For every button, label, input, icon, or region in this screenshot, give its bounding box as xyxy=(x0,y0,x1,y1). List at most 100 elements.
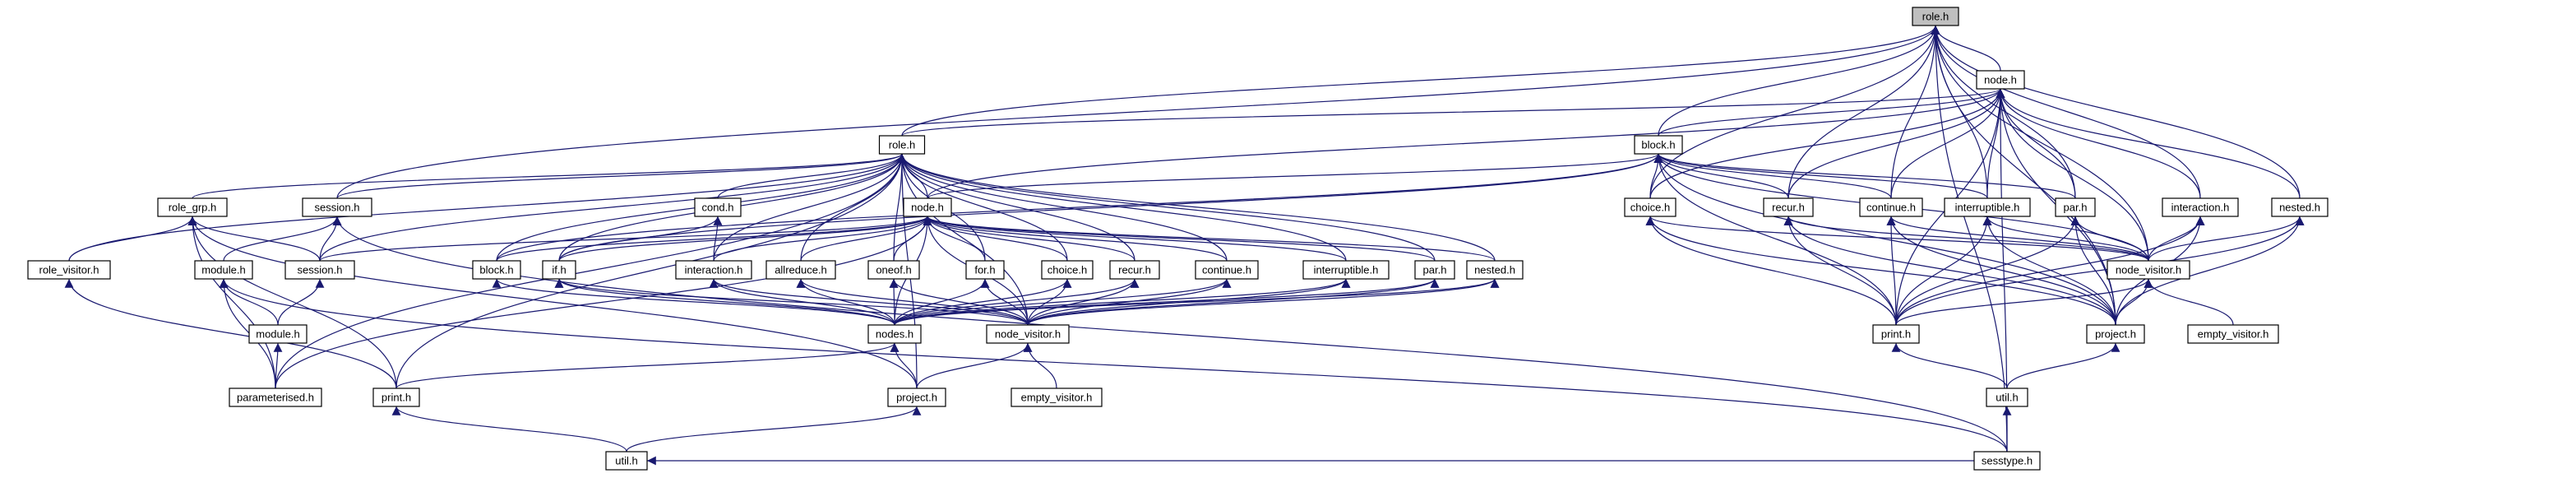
node-box-allreduce_h[interactable] xyxy=(765,260,836,280)
node-box-block_h_top[interactable] xyxy=(1634,135,1683,155)
node-box-recur_h_mid[interactable] xyxy=(1109,260,1160,280)
node-nested_h_mid[interactable]: nested.h xyxy=(1466,260,1524,280)
node-print_h_left[interactable]: print.h xyxy=(372,388,420,407)
node-module_h_a[interactable]: module.h xyxy=(194,260,253,280)
node-module_h_b[interactable]: module.h xyxy=(248,324,308,344)
node-box-project_h_right[interactable] xyxy=(2086,324,2145,344)
node-allreduce_h[interactable]: allreduce.h xyxy=(765,260,836,280)
node-box-node_visitor_h_right[interactable] xyxy=(2107,260,2190,280)
node-box-print_h_right[interactable] xyxy=(1872,324,1920,344)
node-node_visitor_h_mid[interactable]: node_visitor.h xyxy=(986,324,1070,344)
node-par_h_top[interactable]: par.h xyxy=(2055,197,2096,217)
node-box-util_h_left[interactable] xyxy=(605,451,648,471)
node-box-session_h_b[interactable] xyxy=(284,260,355,280)
node-box-node_visitor_h_mid[interactable] xyxy=(986,324,1070,344)
node-choice_h_mid[interactable]: choice.h xyxy=(1041,260,1094,280)
node-role_h_mid[interactable]: role.h xyxy=(878,135,926,155)
edge-module_h_a-to-session_h_a xyxy=(223,216,342,262)
node-box-module_h_a[interactable] xyxy=(194,260,253,280)
node-recur_h_mid[interactable]: recur.h xyxy=(1109,260,1160,280)
node-nested_h_top[interactable]: nested.h xyxy=(2271,197,2329,217)
node-continue_h_mid[interactable]: continue.h xyxy=(1195,260,1259,280)
node-par_h_mid[interactable]: par.h xyxy=(1414,260,1455,280)
node-util_h_right[interactable]: util.h xyxy=(1986,388,2028,407)
edge-continue_h_top-to-role_h xyxy=(1890,25,1940,199)
edge-print_h_left-to-role_grp_h xyxy=(187,216,397,389)
node-continue_h_top[interactable]: continue.h xyxy=(1859,197,1923,217)
node-box-node_h_mid[interactable] xyxy=(903,197,952,217)
node-project_h_right[interactable]: project.h xyxy=(2086,324,2145,344)
node-block_h_mid[interactable]: block.h xyxy=(472,260,521,280)
edge-nodes_h-to-par_h_mid xyxy=(894,278,1440,326)
node-interruptible_h_top[interactable]: interruptible.h xyxy=(1944,197,2031,217)
node-label-choice_h_mid: choice.h xyxy=(1048,264,1087,276)
node-util_h_left[interactable]: util.h xyxy=(605,451,648,471)
node-box-par_h_mid[interactable] xyxy=(1414,260,1455,280)
node-box-continue_h_top[interactable] xyxy=(1859,197,1923,217)
node-box-nodes_h[interactable] xyxy=(867,324,922,344)
node-box-empty_visitor_h_right[interactable] xyxy=(2187,324,2279,344)
node-label-choice_h_top: choice.h xyxy=(1630,202,1670,214)
node-box-continue_h_mid[interactable] xyxy=(1195,260,1259,280)
node-oneof_h[interactable]: oneof.h xyxy=(867,260,920,280)
node-label-module_h_b: module.h xyxy=(256,328,299,341)
node-cond_h[interactable]: cond.h xyxy=(694,197,742,217)
node-box-recur_h_top[interactable] xyxy=(1763,197,1814,217)
node-node_h_mid[interactable]: node.h xyxy=(903,197,952,217)
node-box-empty_visitor_h_mid[interactable] xyxy=(1011,388,1103,407)
node-box-print_h_left[interactable] xyxy=(372,388,420,407)
node-empty_visitor_h_right[interactable]: empty_visitor.h xyxy=(2187,324,2279,344)
node-box-session_h_a[interactable] xyxy=(302,197,372,217)
node-empty_visitor_h_mid[interactable]: empty_visitor.h xyxy=(1011,388,1103,407)
node-box-block_h_mid[interactable] xyxy=(472,260,521,280)
node-box-util_h_right[interactable] xyxy=(1986,388,2028,407)
node-box-role_h[interactable] xyxy=(1912,7,1959,26)
edge-project_h_right-to-recur_h_top xyxy=(1783,216,2116,326)
node-role_visitor_h[interactable]: role_visitor.h xyxy=(27,260,111,280)
node-box-cond_h[interactable] xyxy=(694,197,742,217)
node-box-node_h_top[interactable] xyxy=(1976,70,2025,90)
edge-nodes_h-to-if_h xyxy=(554,278,895,326)
node-box-choice_h_mid[interactable] xyxy=(1041,260,1094,280)
node-box-parameterised_h[interactable] xyxy=(229,388,322,407)
node-session_h_b[interactable]: session.h xyxy=(284,260,355,280)
node-box-for_h[interactable] xyxy=(965,260,1005,280)
node-print_h_right[interactable]: print.h xyxy=(1872,324,1920,344)
node-box-interaction_h_mid[interactable] xyxy=(675,260,752,280)
node-box-if_h[interactable] xyxy=(542,260,576,280)
node-box-interruptible_h_mid[interactable] xyxy=(1302,260,1390,280)
node-session_h_a[interactable]: session.h xyxy=(302,197,372,217)
node-box-interaction_h_top[interactable] xyxy=(2162,197,2239,217)
node-block_h_top[interactable]: block.h xyxy=(1634,135,1683,155)
node-box-nested_h_top[interactable] xyxy=(2271,197,2329,217)
node-project_h_mid[interactable]: project.h xyxy=(887,388,946,407)
edge-interaction_h_mid-to-role_h_mid xyxy=(713,153,907,262)
node-if_h[interactable]: if.h xyxy=(542,260,576,280)
node-role_grp_h[interactable]: role_grp.h xyxy=(157,197,228,217)
node-node_visitor_h_right[interactable]: node_visitor.h xyxy=(2107,260,2190,280)
node-sesstype_h[interactable]: sesstype.h xyxy=(1973,451,2041,471)
node-box-role_visitor_h[interactable] xyxy=(27,260,111,280)
node-box-oneof_h[interactable] xyxy=(867,260,920,280)
node-box-role_grp_h[interactable] xyxy=(157,197,228,217)
node-label-block_h_mid: block.h xyxy=(479,264,513,276)
node-box-sesstype_h[interactable] xyxy=(1973,451,2041,471)
node-interruptible_h_mid[interactable]: interruptible.h xyxy=(1302,260,1390,280)
node-box-nested_h_mid[interactable] xyxy=(1466,260,1524,280)
node-recur_h_top[interactable]: recur.h xyxy=(1763,197,1814,217)
node-box-choice_h_top[interactable] xyxy=(1624,197,1676,217)
node-parameterised_h[interactable]: parameterised.h xyxy=(229,388,322,407)
node-box-interruptible_h_top[interactable] xyxy=(1944,197,2031,217)
node-node_h_top[interactable]: node.h xyxy=(1976,70,2025,90)
node-for_h[interactable]: for.h xyxy=(965,260,1005,280)
node-interaction_h_mid[interactable]: interaction.h xyxy=(675,260,752,280)
edge-project_h_right-to-block_h_top xyxy=(1653,153,2116,326)
node-interaction_h_top[interactable]: interaction.h xyxy=(2162,197,2239,217)
node-box-role_h_mid[interactable] xyxy=(878,135,926,155)
node-box-par_h_top[interactable] xyxy=(2055,197,2096,217)
node-nodes_h[interactable]: nodes.h xyxy=(867,324,922,344)
node-choice_h_top[interactable]: choice.h xyxy=(1624,197,1676,217)
node-role_h[interactable]: role.h xyxy=(1912,7,1959,26)
node-box-project_h_mid[interactable] xyxy=(887,388,946,407)
node-box-module_h_b[interactable] xyxy=(248,324,308,344)
